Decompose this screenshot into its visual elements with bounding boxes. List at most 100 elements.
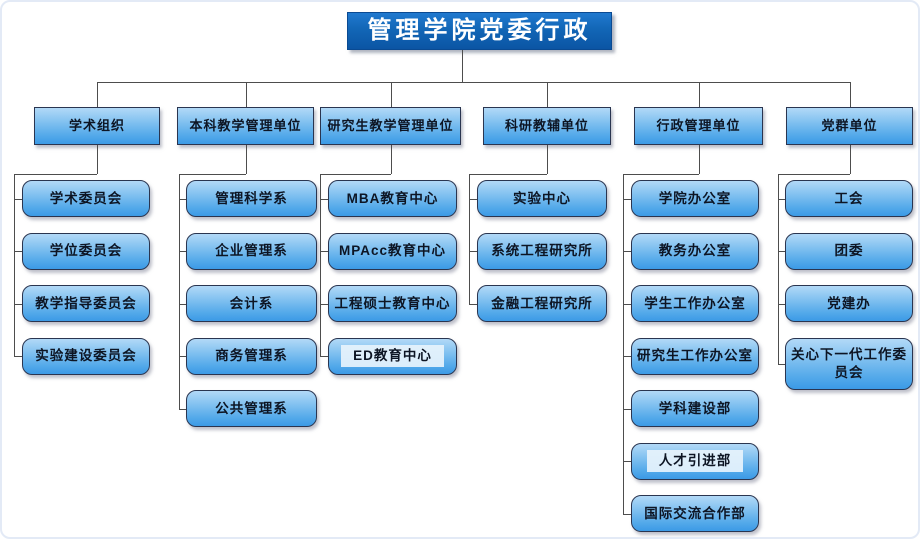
org-node: 系统工程研究所 bbox=[477, 232, 607, 270]
org-node: 关心下一代工作委员会 bbox=[785, 337, 913, 390]
connector-line bbox=[179, 251, 186, 252]
connector-line bbox=[179, 174, 180, 409]
connector-line bbox=[778, 251, 785, 252]
org-node-parent: 学术组织 bbox=[34, 107, 160, 145]
connector-line bbox=[623, 174, 624, 514]
connector-line bbox=[469, 251, 477, 252]
connector-line bbox=[623, 303, 631, 305]
connector-line bbox=[462, 50, 463, 82]
connector-line bbox=[623, 461, 631, 462]
org-node-label: 学术委员会 bbox=[49, 190, 123, 206]
org-node-label: 管理科学系 bbox=[215, 190, 288, 206]
org-node: MPAcc教育中心 bbox=[328, 232, 457, 270]
connector-line bbox=[849, 145, 851, 174]
connector-line bbox=[623, 251, 631, 252]
org-node-label: 人才引进部 bbox=[646, 450, 744, 472]
connector-line bbox=[778, 174, 850, 175]
connector-line bbox=[623, 174, 699, 175]
connector-line bbox=[179, 408, 186, 410]
org-node-label: 学院办公室 bbox=[658, 190, 732, 206]
connector-line bbox=[179, 356, 186, 357]
connector-line bbox=[469, 303, 477, 305]
connector-line bbox=[320, 174, 391, 175]
connector-line bbox=[469, 174, 547, 175]
org-node: ED教育中心 bbox=[328, 337, 457, 375]
org-node: 实验中心 bbox=[477, 180, 607, 217]
org-node: 团委 bbox=[785, 232, 913, 270]
org-node-parent: 党群单位 bbox=[786, 107, 913, 145]
org-node: 学院办公室 bbox=[631, 180, 759, 217]
org-node-label: 商务管理系 bbox=[215, 348, 288, 364]
org-node-label: 学位委员会 bbox=[49, 243, 123, 259]
connector-line bbox=[179, 303, 186, 305]
org-node-parent: 研究生教学管理单位 bbox=[320, 107, 461, 145]
org-node-label: 团委 bbox=[834, 243, 864, 259]
org-node: 公共管理系 bbox=[186, 390, 317, 427]
connector-line bbox=[778, 303, 785, 305]
connector-line bbox=[469, 174, 470, 304]
org-node-label: 科研教辅单位 bbox=[504, 117, 589, 133]
connector-line bbox=[179, 174, 246, 175]
org-node: 国际交流合作部 bbox=[631, 495, 759, 532]
org-node-label: MPAcc教育中心 bbox=[338, 243, 446, 259]
connector-line bbox=[623, 198, 631, 200]
connector-line bbox=[698, 82, 700, 107]
org-node-label: 教务办公室 bbox=[658, 243, 732, 259]
org-node: MBA教育中心 bbox=[328, 180, 457, 217]
connector-line bbox=[320, 303, 328, 305]
connector-line bbox=[320, 198, 328, 200]
org-node: 学术委员会 bbox=[22, 180, 150, 217]
org-node: 党建办 bbox=[785, 285, 913, 322]
org-node: 企业管理系 bbox=[186, 232, 317, 270]
org-node-label: 学科建设部 bbox=[658, 400, 732, 416]
org-node: 会计系 bbox=[186, 285, 317, 322]
org-node-label: 研究生工作办公室 bbox=[637, 348, 753, 364]
org-node-label: 企业管理系 bbox=[215, 243, 288, 259]
org-node-label: 实验中心 bbox=[513, 190, 571, 206]
org-node-label: 公共管理系 bbox=[215, 400, 288, 416]
org-node-parent: 科研教辅单位 bbox=[483, 107, 611, 145]
org-node-label: 金融工程研究所 bbox=[491, 295, 593, 311]
connector-line bbox=[14, 174, 15, 356]
connector-line bbox=[390, 145, 392, 174]
org-node-label: 实验建设委员会 bbox=[35, 348, 137, 364]
connector-line bbox=[14, 198, 22, 200]
connector-line bbox=[778, 363, 785, 365]
org-node: 教学指导委员会 bbox=[22, 285, 150, 322]
org-node-label: 研究生教学管理单位 bbox=[327, 117, 454, 133]
connector-line bbox=[320, 356, 328, 357]
org-node: 工程硕士教育中心 bbox=[328, 285, 457, 322]
org-node-label: 工程硕士教育中心 bbox=[334, 295, 451, 311]
org-node-label: 本科教学管理单位 bbox=[189, 117, 302, 133]
connector-line bbox=[320, 251, 328, 252]
org-node-label: 党建办 bbox=[827, 295, 871, 311]
connector-line bbox=[179, 198, 186, 200]
connector-line bbox=[14, 303, 22, 305]
org-node-label: 学术组织 bbox=[68, 117, 125, 133]
org-node: 管理科学系 bbox=[186, 180, 317, 217]
connector-line bbox=[623, 408, 631, 410]
connector-line bbox=[623, 513, 631, 515]
org-node-parent: 行政管理单位 bbox=[634, 107, 763, 145]
connector-line bbox=[547, 82, 548, 107]
connector-line bbox=[97, 82, 850, 83]
connector-line bbox=[623, 356, 631, 357]
org-node: 金融工程研究所 bbox=[477, 285, 607, 322]
org-node: 研究生工作办公室 bbox=[631, 337, 759, 375]
org-node-label: 党群单位 bbox=[821, 117, 878, 133]
connector-line bbox=[778, 198, 785, 200]
connector-line bbox=[469, 198, 477, 200]
connector-line bbox=[14, 174, 97, 175]
connector-line bbox=[245, 82, 247, 107]
org-node-label: 系统工程研究所 bbox=[491, 243, 593, 259]
connector-line bbox=[390, 82, 392, 107]
connector-line bbox=[320, 174, 321, 356]
org-node: 商务管理系 bbox=[186, 337, 317, 375]
connector-line bbox=[14, 356, 22, 357]
org-node: 学科建设部 bbox=[631, 390, 759, 427]
connector-line bbox=[245, 145, 247, 174]
connector-line bbox=[698, 145, 700, 174]
org-node: 实验建设委员会 bbox=[22, 337, 150, 375]
